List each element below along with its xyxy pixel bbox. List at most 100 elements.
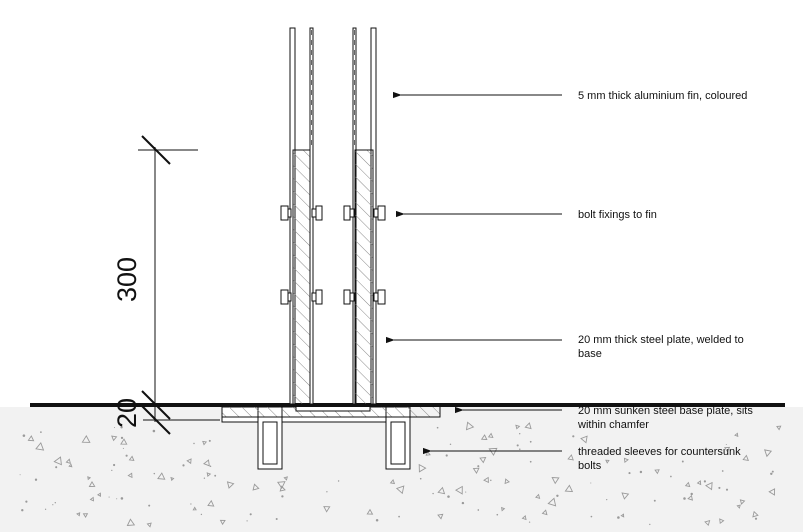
aggregate-speck	[465, 421, 475, 431]
aggregate-speck	[206, 472, 212, 477]
aggregate-speck	[202, 440, 208, 446]
aggregate-speck	[479, 456, 487, 464]
aggregate-speck	[366, 508, 374, 515]
aggregate-speck	[580, 435, 588, 444]
aggregate-speck	[670, 475, 672, 478]
aggregate-speck	[419, 477, 422, 480]
annotation-sleeves-1: threaded sleeves for countersunk	[578, 446, 741, 458]
aggregate-speck	[704, 519, 711, 527]
aggregate-speck	[718, 486, 721, 489]
aggregate-speck	[449, 443, 452, 446]
aggregate-speck	[323, 506, 331, 513]
aggregate-speck	[605, 459, 610, 464]
aggregate-speck	[776, 425, 782, 431]
aggregate-speck	[654, 469, 660, 475]
aggregate-speck	[249, 513, 252, 516]
aggregate-speck	[375, 519, 379, 522]
aggregate-speck	[125, 454, 128, 457]
aggregate-speck	[551, 477, 560, 485]
aggregate-speck	[120, 497, 124, 500]
aggregate-speck	[170, 476, 175, 482]
annotation-base-plate-1: 20 mm sunken steel base plate, sits	[578, 405, 753, 417]
aggregate-speck	[76, 512, 81, 517]
aggregate-speck	[590, 482, 592, 484]
aggregate-speck	[108, 496, 110, 498]
aggregate-speck	[515, 424, 521, 430]
aggregate-speck	[628, 472, 631, 475]
aggregate-speck	[556, 494, 559, 497]
aggregate-speck	[445, 454, 448, 457]
aggregate-speck	[214, 474, 217, 477]
aggregate-speck	[157, 472, 166, 480]
aggregate-speck	[687, 494, 693, 501]
bolt-lower-right	[343, 289, 386, 305]
aggregate-speck	[22, 434, 26, 437]
aggregate-speck	[770, 472, 773, 476]
aggregate-speck	[40, 431, 42, 433]
aggregate-speck	[153, 472, 156, 475]
aggregate-speck	[690, 492, 693, 496]
aggregate-speck	[182, 464, 185, 467]
aggregate-speck	[719, 518, 725, 525]
aggregate-speck	[529, 440, 532, 443]
aggregate-speck	[113, 463, 116, 467]
aggregate-speck	[120, 438, 128, 445]
aggregate-speck	[516, 444, 519, 447]
aggregate-speck	[621, 492, 630, 500]
aggregate-speck	[326, 491, 328, 493]
aggregate-speck	[488, 447, 498, 456]
aggregate-speck	[52, 504, 54, 506]
aggregate-speck	[455, 485, 463, 495]
annotation-bolts: bolt fixings to fin	[578, 209, 657, 221]
aggregate-speck	[281, 495, 284, 498]
aggregate-speck	[148, 504, 151, 507]
aggregate-speck	[620, 513, 625, 518]
aggregate-speck	[703, 480, 707, 483]
aggregate-speck	[54, 502, 56, 504]
aggregate-speck	[207, 499, 215, 507]
aggregate-speck	[725, 488, 729, 491]
aggregate-speck	[19, 474, 21, 476]
aggregate-speck	[681, 460, 684, 463]
aggregate-speck	[683, 497, 686, 500]
dimension-20: 20	[112, 398, 142, 428]
aggregate-speck	[252, 483, 260, 491]
aggregate-speck	[283, 476, 288, 481]
aggregate-speck	[764, 449, 773, 458]
aggregate-speck	[89, 496, 95, 502]
aggregate-speck	[127, 472, 133, 479]
aggregate-speck	[519, 433, 521, 435]
aggregate-speck	[472, 467, 480, 475]
aggregate-speck	[649, 523, 651, 526]
aggregate-speck	[480, 434, 488, 440]
aggregate-speck	[398, 515, 400, 518]
aggregate-speck	[696, 480, 702, 486]
aggregate-speck	[483, 476, 489, 484]
aggregate-speck	[25, 500, 28, 503]
aggregate-speck	[55, 466, 58, 469]
aggregate-speck	[246, 520, 248, 522]
aggregate-speck	[564, 484, 574, 493]
steel-plate-left	[292, 149, 311, 405]
aggregate-speck	[53, 456, 62, 466]
aggregate-speck	[501, 506, 506, 512]
aggregate-speck	[395, 485, 405, 495]
aggregate-speck	[734, 432, 739, 437]
aggregate-speck	[736, 504, 741, 509]
aggregate-speck	[87, 476, 92, 481]
aggregate-speck	[639, 470, 643, 474]
aggregate-speck	[567, 454, 574, 461]
aggregate-speck	[684, 481, 691, 488]
bolt-upper-left	[280, 205, 323, 221]
aggregate-speck	[437, 486, 446, 495]
aggregate-speck	[116, 498, 118, 500]
aggregate-speck	[128, 455, 135, 461]
aggregate-speck	[606, 498, 608, 501]
aggregate-speck	[418, 463, 427, 473]
aggregate-speck	[519, 448, 521, 451]
aggregate-speck	[528, 521, 531, 523]
aggregate-speck	[113, 426, 116, 429]
aggregate-speck	[208, 439, 211, 442]
aggregate-speck	[146, 522, 152, 528]
aggregate-speck	[752, 510, 759, 518]
